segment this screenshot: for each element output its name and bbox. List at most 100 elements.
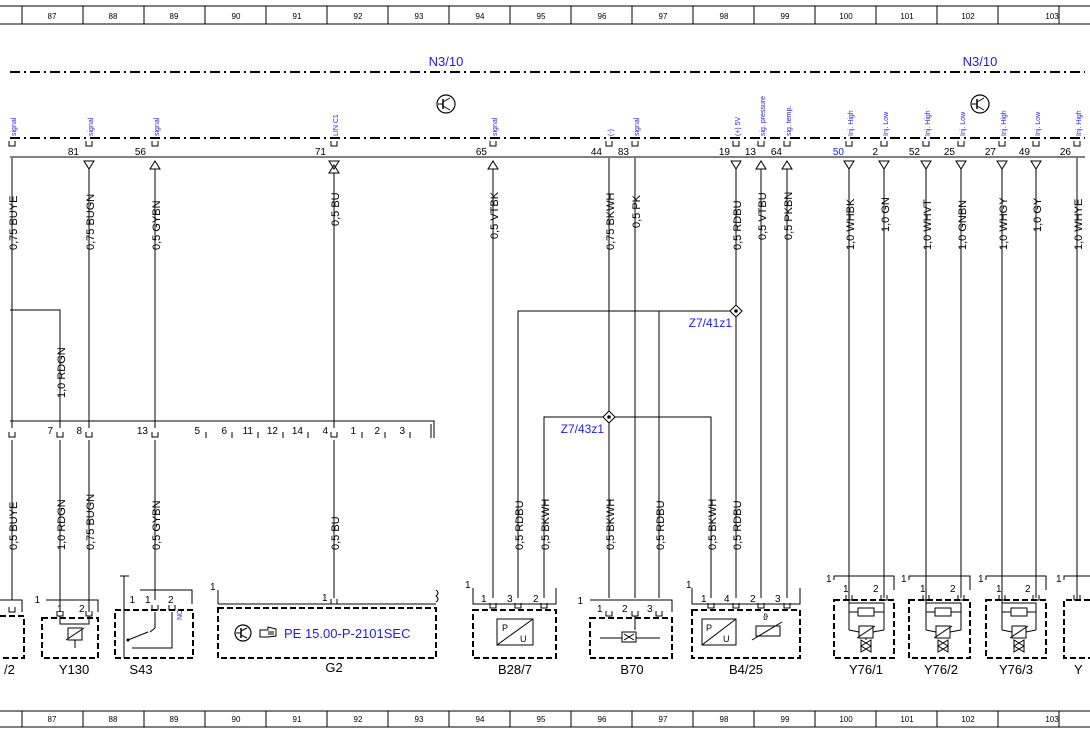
- top-ruler: 87 88 89 90 91 92 93 94 95 96 97 98 99 1…: [0, 5, 1090, 25]
- pin-number: 26: [1060, 147, 1072, 158]
- wire-label: 0,5 BKWH: [707, 499, 719, 550]
- signal-label: (+) 5V: [735, 116, 742, 136]
- component-y130: 1 1 2 Y130: [34, 595, 99, 677]
- pin-number: 2: [750, 594, 756, 605]
- pin-number: 1: [57, 604, 63, 615]
- component-s43: 1 1 2 NC S43: [114, 575, 194, 677]
- pin-group: Inj. High 50: [833, 110, 855, 170]
- pin-number: 19: [719, 147, 731, 158]
- pin-group: signal 81: [68, 117, 95, 170]
- ruler-cell: 96: [598, 12, 607, 21]
- ruler-cell: 98: [720, 12, 729, 21]
- bar-pin: 6: [221, 426, 227, 437]
- wire-label: 0,75 BUGN: [85, 194, 97, 250]
- component-label: Y76/1: [849, 662, 883, 677]
- pin-number: 64: [771, 147, 783, 158]
- component-label: B28/7: [498, 662, 532, 677]
- ruler-cell: 97: [659, 12, 668, 21]
- component-edge-left: /2: [0, 599, 25, 677]
- signal-label: sig. temp.: [786, 106, 793, 136]
- ruler-cell: 101: [900, 715, 914, 724]
- reference-link[interactable]: PE 15.00-P-2101SEC: [284, 626, 410, 641]
- wire-label: 1,0 RDGN: [56, 499, 68, 550]
- ruler-cell: 90: [232, 12, 241, 21]
- pin-number: 1: [920, 584, 926, 595]
- ruler-cell: 94: [476, 715, 485, 724]
- ruler-cell: 90: [232, 715, 241, 724]
- wire-label: 0,5 BU: [330, 192, 342, 226]
- pin-number: 1: [210, 582, 216, 593]
- bottom-ruler: 87 88 89 90 91 92 93 94 95 96 97 98 99 1…: [0, 710, 1090, 728]
- pin-number: 1: [996, 584, 1002, 595]
- ruler-cell: 88: [109, 12, 118, 21]
- component-b28-7: 1 1 3 2 P U B28/7: [465, 580, 557, 677]
- pin-number: 1: [322, 593, 328, 604]
- pin-group: signal 83: [618, 117, 641, 158]
- sensor-symbol: U: [520, 634, 527, 644]
- wire-label: 0,5 BUYE: [8, 502, 20, 550]
- pin-number: 13: [745, 147, 757, 158]
- pin-group: sig. pressure 13: [745, 96, 767, 170]
- component-label: S43: [129, 662, 152, 677]
- pin-number: 2: [950, 584, 956, 595]
- pin-number: 1: [826, 574, 832, 585]
- signal-label: signal: [88, 117, 95, 136]
- bar-pin: 4: [322, 426, 328, 437]
- pin-number: 71: [315, 147, 327, 158]
- component-edge-right: 1 Y: [1056, 440, 1090, 677]
- wire-label: 0,75 BKWH: [605, 192, 617, 250]
- signal-label: signal: [634, 117, 641, 136]
- wire-label: 0,5 GYBN: [151, 500, 163, 550]
- pin-group: Inj. High 26: [1060, 110, 1083, 158]
- ruler-cell: 92: [354, 12, 363, 21]
- wire-label: 0,5 GYBN: [151, 200, 163, 250]
- wire-label: 0,75 BUYE: [8, 196, 20, 250]
- pin-number: 1: [465, 580, 471, 591]
- pin-number: 1: [577, 596, 583, 607]
- pin-number: 3: [775, 594, 781, 605]
- pin-group: (+) 5V 19: [719, 116, 742, 170]
- wire-label: 1,0 WHVT: [922, 199, 934, 250]
- ruler-cell: 103: [1045, 715, 1059, 724]
- module-label: N3/10: [963, 54, 998, 69]
- transistor-icon: [970, 94, 990, 114]
- ruler-cell: 87: [48, 715, 57, 724]
- pin-group: Inj. Low 25: [944, 111, 967, 170]
- pin-group: Inj. High 52: [909, 110, 932, 170]
- wire-label: 0,5 VTBU: [757, 192, 769, 240]
- component-y76-1: 1 1 2 Y76/1: [826, 574, 895, 677]
- transistor-icon: [436, 94, 456, 114]
- pin-number: 65: [476, 147, 488, 158]
- pin-number: 2: [1025, 584, 1031, 595]
- transistor-icon: [234, 624, 252, 642]
- ruler-cell: 89: [170, 715, 179, 724]
- wire-label: 0,5 RDBU: [732, 200, 744, 250]
- pin-number: 50: [833, 147, 845, 158]
- pin-number: 1: [34, 595, 40, 606]
- module-label: N3/10: [429, 54, 464, 69]
- bar-pin: 1: [350, 426, 356, 437]
- wire-label: 0,5 PK: [631, 194, 643, 228]
- ruler-cell: 95: [537, 12, 546, 21]
- pin-group: Inj. Low 49: [1019, 111, 1042, 170]
- ruler-cell: 97: [659, 715, 668, 724]
- ruler-cell: 92: [354, 715, 363, 724]
- splice-label: Z7/43z1: [561, 422, 605, 436]
- wire-label: 1,0 WHYE: [1073, 199, 1085, 250]
- sensor-symbol: P: [706, 623, 712, 633]
- bar-pin: 12: [267, 426, 279, 437]
- pin-number: 27: [985, 147, 997, 158]
- ruler-cell: 99: [781, 715, 790, 724]
- pin-number: 2: [872, 147, 878, 158]
- connector-pins: signal signal 81 signal 56 LIN C1 71 sig…: [8, 96, 1083, 174]
- component-y76-2: 1 1 2 Y76/2: [901, 574, 971, 677]
- ruler-cell: 100: [839, 715, 853, 724]
- bar-pin: 3: [399, 426, 405, 437]
- component-label: Y130: [59, 662, 89, 677]
- component-label: /2: [4, 662, 15, 677]
- signal-label: Inj. Low: [1035, 111, 1042, 136]
- wire-label: 0,5 BKWH: [540, 499, 552, 550]
- signal-label: signal: [492, 117, 499, 136]
- pin-number: 1: [843, 584, 849, 595]
